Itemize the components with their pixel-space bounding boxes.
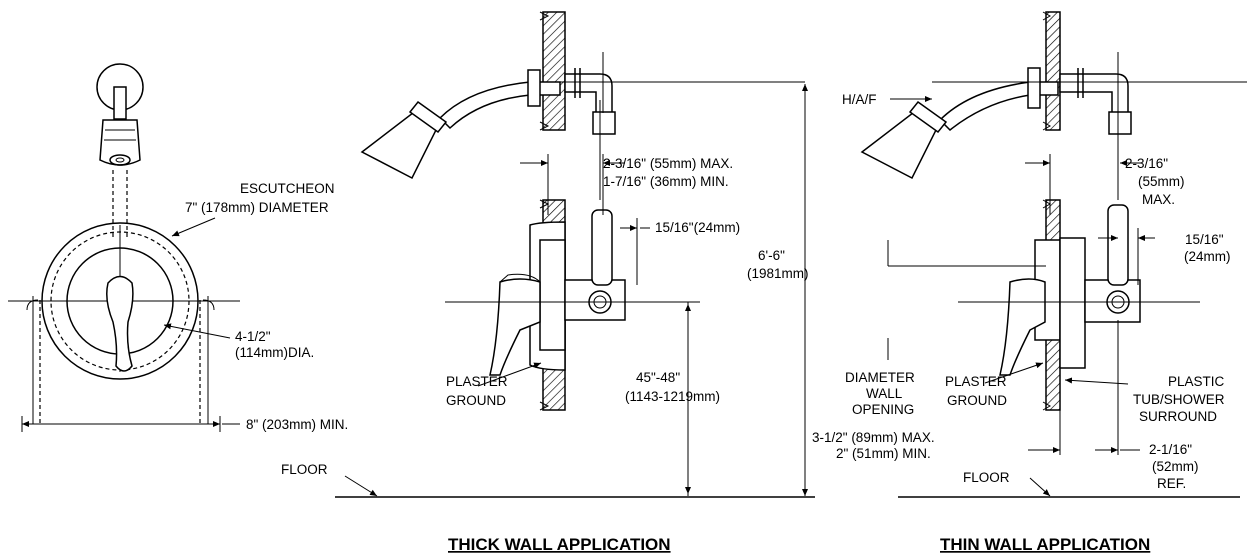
plastic-3: SURROUND	[1139, 409, 1217, 424]
thin-ref-2: (52mm)	[1152, 459, 1199, 474]
shower-arm-front	[113, 86, 127, 120]
thick-plaster-1: PLASTER	[446, 374, 508, 389]
plastic-1: PLASTIC	[1168, 374, 1225, 389]
thin-valve-depth-2: (24mm)	[1184, 249, 1231, 264]
thin-ref-3: REF.	[1157, 476, 1186, 491]
valve-handle-front-icon	[106, 275, 134, 372]
shower-height-1: 6'-6"	[758, 248, 785, 263]
valve-stem-thin	[1107, 204, 1129, 286]
thin-plaster-1: PLASTER	[945, 374, 1007, 389]
shower-height-2: (1981mm)	[747, 266, 809, 281]
thick-arm-min: 1-7/16" (36mm) MIN.	[603, 174, 729, 189]
elbow-thick	[564, 73, 613, 117]
thin-arm-3: MAX.	[1142, 192, 1175, 207]
thin-wall-title: THIN WALL APPLICATION	[940, 535, 1150, 554]
spray-face	[109, 154, 131, 166]
thin-ref-1: 2-1/16"	[1149, 442, 1192, 457]
valve-stem-thick	[591, 209, 613, 286]
thin-depth-max: 3-1/2" (89mm) MAX.	[812, 430, 935, 445]
haf-label: H/A/F	[842, 92, 877, 107]
shower-arm-thick	[438, 81, 561, 130]
floor-label-left: FLOOR	[281, 462, 328, 477]
diameter-1: DIAMETER	[845, 370, 915, 385]
valve-body-thick	[564, 279, 626, 321]
escutcheon-diameter: 7" (178mm) DIAMETER	[185, 200, 329, 215]
thin-plaster-2: GROUND	[947, 393, 1007, 408]
upper-wall-thick	[542, 11, 566, 131]
thin-arm-1: 2-3/16"	[1125, 156, 1168, 171]
valve-handle-thin-icon	[999, 278, 1046, 376]
thick-wall-title: THICK WALL APPLICATION	[448, 535, 671, 554]
diameter-2: WALL	[866, 386, 903, 401]
thick-arm-max: 2-3/16" (55mm) MAX.	[603, 156, 733, 171]
thick-wall-view: 2-3/16" (55mm) MAX. 1-7/16" (36mm) MIN. …	[281, 11, 815, 554]
escutcheon-outer	[41, 222, 199, 380]
escutcheon-label: ESCUTCHEON	[240, 181, 335, 196]
thin-depth-min: 2" (51mm) MIN.	[836, 446, 931, 461]
handle-diameter-1: 4-1/2"	[235, 329, 271, 344]
handle-diameter-2: (114mm)DIA.	[235, 345, 314, 360]
valve-trim-thin	[1059, 237, 1086, 369]
front-view: ESCUTCHEON 7" (178mm) DIAMETER 4-1/2" (1…	[8, 63, 348, 432]
diameter-3: OPENING	[852, 402, 914, 417]
valve-height-1: 45"-48"	[636, 370, 680, 385]
wall-opening-min: 8" (203mm) MIN.	[246, 417, 348, 432]
plastic-2: TUB/SHOWER	[1133, 392, 1225, 407]
thin-wall-view: H/A/F 2-3/16" (55mm) MAX. 15/16" (24mm) …	[812, 11, 1247, 554]
valve-height-2: (1143-1219mm)	[625, 389, 720, 404]
thin-valve-depth-1: 15/16"	[1185, 232, 1224, 247]
thick-valve-depth: 15/16"(24mm)	[655, 220, 740, 235]
upper-wall-thin	[1045, 11, 1061, 131]
arm-flange-thick	[527, 69, 541, 107]
thin-arm-2: (55mm)	[1138, 174, 1185, 189]
valve-handle-thick-icon	[489, 278, 541, 376]
floor-label-right: FLOOR	[963, 470, 1010, 485]
thick-plaster-2: GROUND	[446, 393, 506, 408]
